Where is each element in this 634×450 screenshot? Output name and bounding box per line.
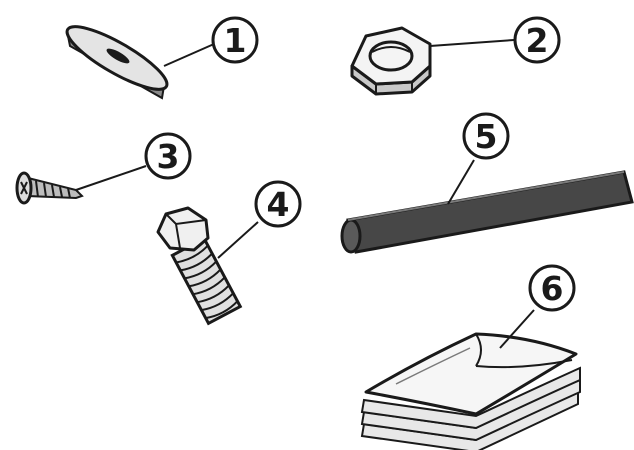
screw-icon (17, 173, 82, 203)
callout-2-label: 2 (526, 21, 549, 60)
callout-4-label: 4 (267, 185, 290, 224)
callout-6: 6 (530, 266, 574, 310)
washer-icon (60, 17, 174, 100)
hex-nut-icon (352, 28, 430, 94)
callout-1-label: 1 (224, 21, 247, 60)
callout-3-label: 3 (157, 137, 180, 176)
callout-6-label: 6 (541, 269, 564, 308)
pads-icon (362, 334, 580, 450)
leader-line-2 (430, 40, 514, 46)
callout-4: 4 (256, 182, 300, 226)
callout-1: 1 (213, 18, 257, 62)
callout-5: 5 (464, 114, 508, 158)
leader-line-4 (218, 222, 258, 258)
leader-line-3 (76, 166, 146, 190)
hex-bolt-icon (158, 208, 240, 323)
callout-5-label: 5 (475, 117, 498, 156)
tube-icon (342, 172, 632, 252)
callout-2: 2 (515, 18, 559, 62)
leader-line-1 (164, 44, 214, 66)
callout-3: 3 (146, 134, 190, 178)
